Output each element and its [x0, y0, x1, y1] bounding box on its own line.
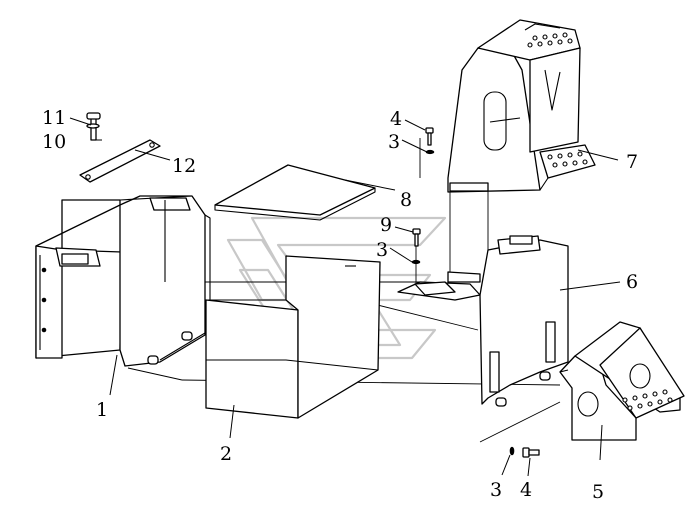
tread-holes-upper	[527, 32, 588, 168]
bolt-4-upper	[425, 127, 434, 146]
callout-3-middle: 3	[376, 239, 388, 261]
callout-11: 11	[42, 107, 66, 129]
part-8-cover-plate	[214, 164, 376, 221]
callout-10: 10	[42, 131, 66, 153]
callout-3-lower: 3	[490, 479, 502, 501]
bolt-9	[412, 228, 421, 247]
bolt-4-lower	[522, 447, 540, 458]
callout-8: 8	[400, 189, 412, 211]
callout-3-upper: 3	[388, 131, 400, 153]
part-7-upper-step	[447, 19, 596, 193]
washer-3-middle	[411, 259, 421, 265]
callout-6: 6	[626, 271, 638, 293]
part-1-left-box	[35, 195, 211, 367]
callout-1: 1	[96, 399, 108, 421]
washer-3-lower	[509, 446, 515, 456]
callout-12: 12	[172, 155, 196, 177]
callout-labels: 1 2 3 3 3 4 4 5 6 7 8 9 10 11 12	[42, 107, 638, 503]
callout-2: 2	[220, 443, 232, 465]
callout-5: 5	[592, 481, 604, 503]
callout-4-upper: 4	[390, 108, 402, 130]
part-2-centre-box	[205, 255, 381, 419]
callout-4-lower: 4	[520, 479, 532, 501]
part-6-right-panel	[397, 235, 569, 407]
leader-lines	[69, 117, 621, 477]
callout-7: 7	[626, 151, 638, 173]
part-12-strap	[79, 112, 161, 183]
tread-holes-lower	[622, 389, 673, 411]
washer-3-upper	[425, 149, 435, 155]
fasteners	[411, 127, 540, 458]
part-5-lower-step	[559, 321, 685, 441]
callout-9: 9	[380, 214, 392, 236]
